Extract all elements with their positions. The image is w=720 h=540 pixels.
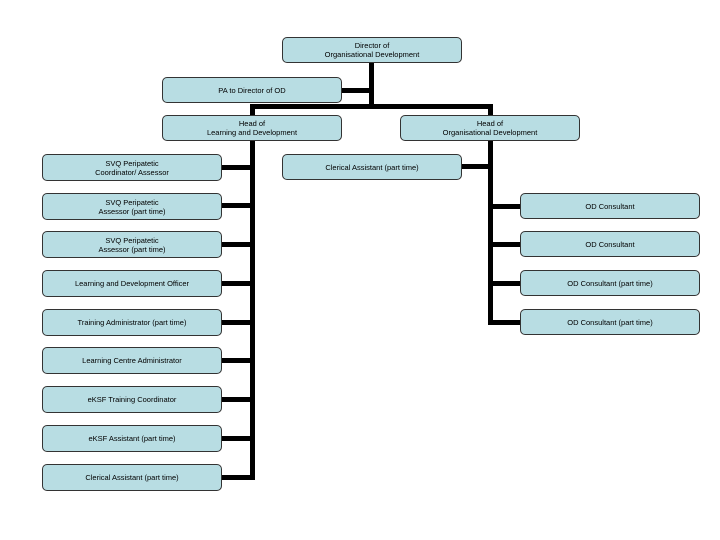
ld-staff-box: SVQ Peripatetic Assessor (part time) <box>42 193 222 220</box>
connector-line <box>222 165 255 170</box>
connector-line <box>250 140 255 479</box>
ld-staff-box: Learning Centre Administrator <box>42 347 222 374</box>
connector-line <box>488 242 521 247</box>
od-consultant-box: OD Consultant (part time) <box>520 309 700 335</box>
connector-line <box>488 204 521 209</box>
od-consultant-box: OD Consultant <box>520 193 700 219</box>
connector-line <box>222 320 255 325</box>
od-consultant-box: OD Consultant <box>520 231 700 257</box>
ld-staff-box: Learning and Development Officer <box>42 270 222 297</box>
od-consultant-box: OD Consultant (part time) <box>520 270 700 296</box>
ld-staff-box: Clerical Assistant (part time) <box>42 464 222 491</box>
od-clerical-box: Clerical Assistant (part time) <box>282 154 462 180</box>
connector-line <box>222 203 255 208</box>
director-box: Director of Organisational Development <box>282 37 462 63</box>
connector-line <box>369 62 374 108</box>
ld-staff-box: Training Administrator (part time) <box>42 309 222 336</box>
ld-staff-box: eKSF Training Coordinator <box>42 386 222 413</box>
connector-line <box>462 164 493 169</box>
pa-box: PA to Director of OD <box>162 77 342 103</box>
connector-line <box>222 281 255 286</box>
head-ld-box: Head of Learning and Development <box>162 115 342 141</box>
ld-staff-box: eKSF Assistant (part time) <box>42 425 222 452</box>
connector-line <box>342 88 372 93</box>
connector-line <box>222 358 255 363</box>
ld-staff-box: SVQ Peripatetic Assessor (part time) <box>42 231 222 258</box>
connector-line <box>250 104 255 116</box>
connector-line <box>222 397 255 402</box>
connector-line <box>222 475 255 480</box>
connector-line <box>488 104 493 116</box>
head-od-box: Head of Organisational Development <box>400 115 580 141</box>
connector-line <box>222 436 255 441</box>
connector-line <box>488 320 521 325</box>
connector-line <box>250 104 493 109</box>
connector-line <box>488 281 521 286</box>
ld-staff-box: SVQ Peripatetic Coordinator/ Assessor <box>42 154 222 181</box>
connector-line <box>222 242 255 247</box>
connector-line <box>488 140 493 325</box>
